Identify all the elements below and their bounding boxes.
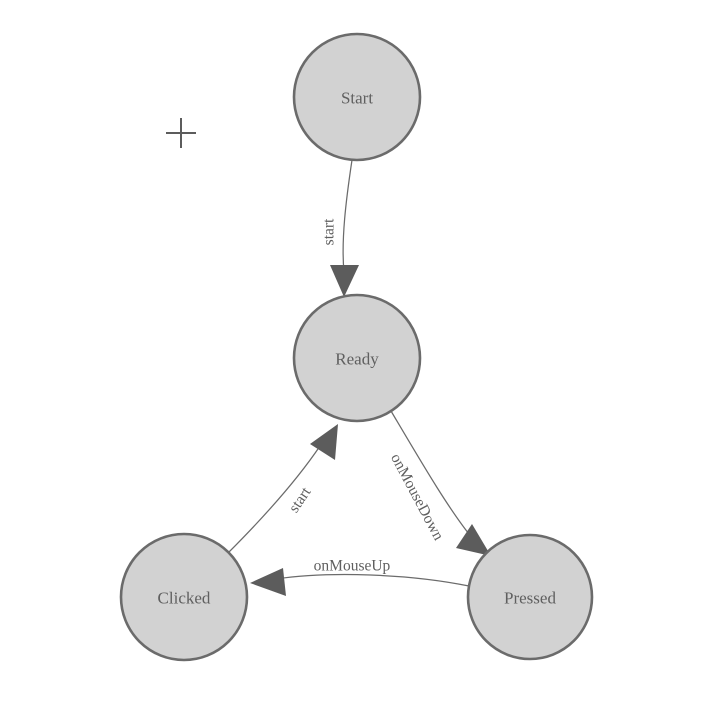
edge-ready-pressed-path bbox=[390, 410, 474, 540]
node-clicked-label: Clicked bbox=[158, 589, 211, 608]
node-clicked-circle[interactable] bbox=[119, 532, 249, 662]
edge-label-ready-pressed: onMouseDown bbox=[387, 451, 447, 544]
node-ready-label: Ready bbox=[335, 350, 379, 369]
node-start-circle[interactable] bbox=[292, 32, 422, 162]
edge-pressed-clicked-arrowhead bbox=[250, 568, 286, 596]
node-ready-circle[interactable] bbox=[292, 293, 422, 423]
edge-pressed-clicked-path bbox=[275, 573, 470, 587]
node-clicked[interactable]: Clicked bbox=[119, 532, 249, 662]
node-pressed-circle[interactable] bbox=[466, 533, 594, 661]
edge-ready-pressed[interactable] bbox=[390, 410, 491, 556]
edge-label-start-ready: start bbox=[321, 218, 338, 245]
edge-start-ready-arrowhead bbox=[330, 265, 359, 297]
edge-clicked-ready-arrowhead bbox=[310, 424, 338, 460]
node-ready[interactable]: Ready bbox=[292, 293, 422, 423]
edge-clicked-ready[interactable] bbox=[227, 424, 338, 554]
edge-label-pressed-clicked: onMouseUp bbox=[314, 558, 391, 575]
node-pressed[interactable]: Pressed bbox=[466, 533, 594, 661]
node-start[interactable]: Start bbox=[292, 32, 422, 162]
node-start-label: Start bbox=[341, 89, 373, 108]
edge-ready-pressed-arrowhead bbox=[456, 524, 491, 556]
edge-start-ready[interactable] bbox=[330, 159, 359, 297]
crosshair-icon bbox=[166, 118, 196, 148]
edge-label-clicked-ready: start bbox=[285, 484, 314, 516]
edge-start-ready-path bbox=[342, 159, 353, 273]
node-pressed-label: Pressed bbox=[504, 589, 556, 608]
edge-clicked-ready-path bbox=[227, 445, 321, 554]
edge-pressed-clicked[interactable] bbox=[250, 568, 470, 596]
